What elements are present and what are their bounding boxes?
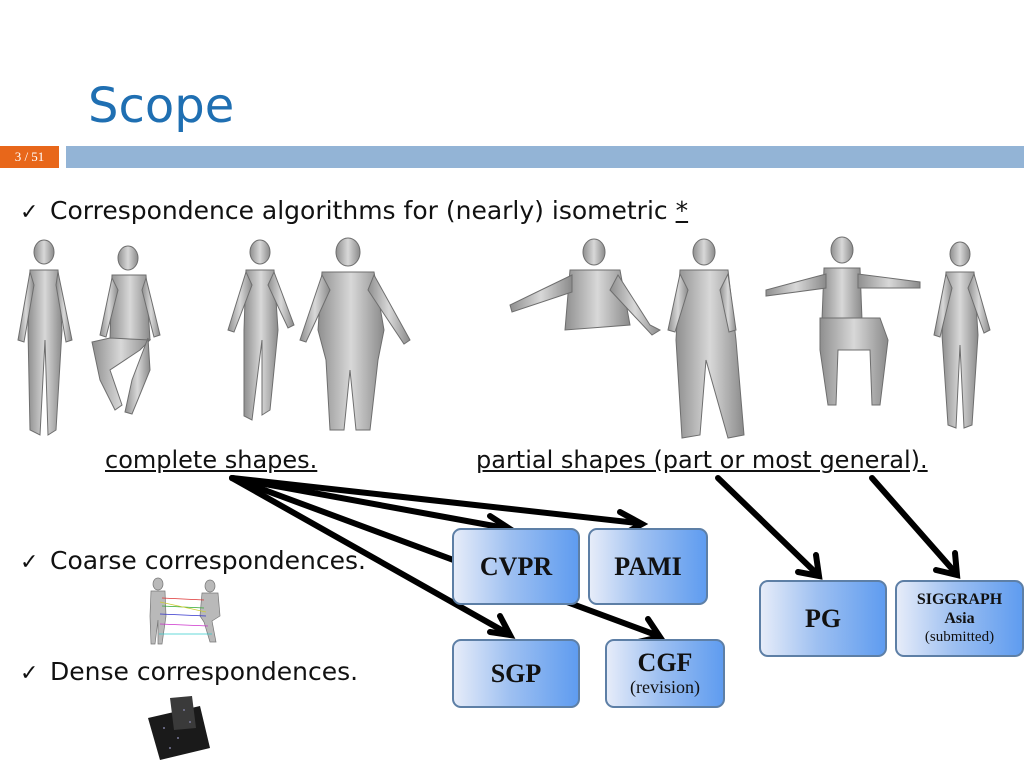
arrow-to-pami xyxy=(229,475,640,526)
human-shape-1 xyxy=(17,239,73,436)
bullet-text: Dense correspondences. xyxy=(50,657,359,686)
bullet-coarse: ✓ Coarse correspondences. xyxy=(20,546,366,575)
slide-title: Scope xyxy=(88,78,235,134)
arrowhead-icon xyxy=(933,550,961,579)
check-icon: ✓ xyxy=(20,661,39,686)
arrow-to-cvpr xyxy=(229,475,508,531)
human-shape-7 xyxy=(765,236,921,406)
coarse-correspondence-thumbnail xyxy=(149,577,221,645)
arrow-to-siggraph xyxy=(869,475,956,573)
bullet-dense: ✓ Dense correspondences. xyxy=(20,657,358,686)
arrow-to-sgp xyxy=(229,475,508,635)
venue-label: SGP xyxy=(490,658,542,688)
check-icon: ✓ xyxy=(20,200,39,225)
bullet-text: Coarse correspondences. xyxy=(50,546,366,575)
venue-label: CVPR xyxy=(479,551,553,581)
partial-shapes-label: partial shapes (part or most general). xyxy=(476,446,928,474)
venue-box-cvpr: CVPR xyxy=(452,528,580,605)
venue-label: PAMI xyxy=(614,551,682,581)
venue-label: PG xyxy=(804,603,842,633)
human-shape-6 xyxy=(667,238,745,439)
arrow-to-cgf xyxy=(229,475,659,638)
footnote-link[interactable]: * xyxy=(675,196,689,225)
header-bar xyxy=(66,146,1024,168)
bullet-text: Correspondence algorithms for (nearly) i… xyxy=(50,196,676,225)
venue-box-cgf: CGF (revision) xyxy=(605,639,725,708)
bullet-isometric: ✓ Correspondence algorithms for (nearly) … xyxy=(20,196,688,225)
human-shape-3 xyxy=(227,239,295,421)
shape-examples-figure xyxy=(17,236,991,439)
venue-label-2: Asia xyxy=(944,610,975,627)
arrow-to-pg xyxy=(715,475,818,575)
human-shape-4 xyxy=(299,237,411,431)
dense-correspondence-thumbnail xyxy=(148,696,210,760)
arrowhead-icon xyxy=(795,552,823,580)
venue-box-pg: PG xyxy=(759,580,887,657)
venue-label: SIGGRAPH xyxy=(916,591,1003,608)
arrowhead-icon xyxy=(487,613,516,639)
venue-box-pami: PAMI xyxy=(588,528,708,605)
page-number: 3 / 51 xyxy=(0,146,59,168)
human-shape-2 xyxy=(91,245,161,415)
complete-shapes-label: complete shapes. xyxy=(105,446,318,474)
venue-box-sgp: SGP xyxy=(452,639,580,708)
human-shape-5 xyxy=(509,238,662,336)
check-icon: ✓ xyxy=(20,550,39,575)
venue-note: (revision) xyxy=(630,677,700,697)
venue-note: (submitted) xyxy=(924,629,995,645)
human-shape-8 xyxy=(933,241,991,429)
venue-box-siggraph-asia: SIGGRAPH Asia (submitted) xyxy=(895,580,1024,657)
venue-label: CGF xyxy=(637,648,693,677)
